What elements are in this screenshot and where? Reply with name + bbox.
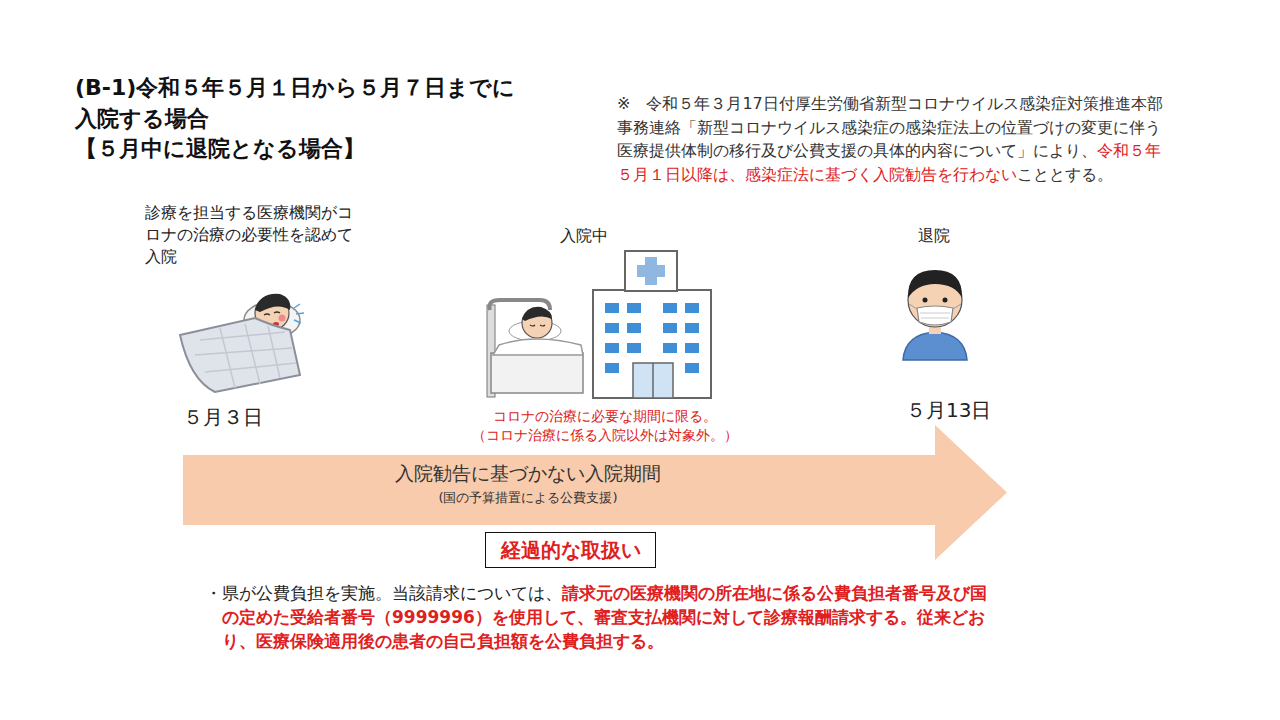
stage-label-block: 退院 [918,226,950,247]
masked-person-illustration [895,262,975,362]
admission-caption-block: 診療を担当する医療機関がコロナの治療の必要性を認めて入院 [145,202,365,268]
period-note: （コロナ治療に係る入院以外は対象外。） [440,426,770,445]
stage-label: 退院 [918,226,950,245]
note-paragraph: こととする。 [1017,165,1113,184]
date-label-block: ５月13日 [906,397,991,424]
band-subtext: (国の予算措置による公費支援) [293,487,763,509]
subtitle-block: 【５月中に退院となる場合】 [75,133,595,164]
hospital-illustration [485,245,720,405]
band-heading: 入院勧告に基づかない入院期間 [293,461,763,487]
stage-label: 入院中 [560,226,608,245]
billing-note: ・県が公費負担を実施。当該請求については、 [205,583,562,603]
date-label: ５月３日 [183,405,263,429]
arrow-text-wrap: 入院勧告に基づかない入院期間(国の予算措置による公費支援) [293,461,763,509]
diagram-title: (B-1)令和５年５月１日から５月７日までに入院する場合 [75,72,530,134]
status-text: 経過的な取扱い [500,536,641,564]
status-box: 経過的な取扱い [485,532,656,568]
admission-caption: 診療を担当する医療機関がコロナの治療の必要性を認めて入院 [145,203,353,266]
note-paragraph: ※ 令和５年３月17日付厚生労働省新型コロナウイルス感染症対策推進本部事務連絡「… [617,94,1163,160]
period-note-block: コロナの治療に必要な期間に限る。（コロナ治療に係る入院以外は対象外。） [440,407,770,445]
sick-person-illustration [160,280,320,400]
billing-note-block: ・県が公費負担を実施。当該請求については、請求元の医療機関の所在地に係る公費負担… [205,581,997,653]
subtitle: 【５月中に退院となる場合】 [75,136,365,161]
date-label: ５月13日 [906,398,991,422]
period-note: コロナの治療に必要な期間に限る。 [440,407,770,426]
note-paragraph-block: ※ 令和５年３月17日付厚生労働省新型コロナウイルス感染症対策推進本部事務連絡「… [617,92,1169,186]
stage-label-block: 入院中 [560,226,608,247]
date-label-block: ５月３日 [183,404,263,431]
